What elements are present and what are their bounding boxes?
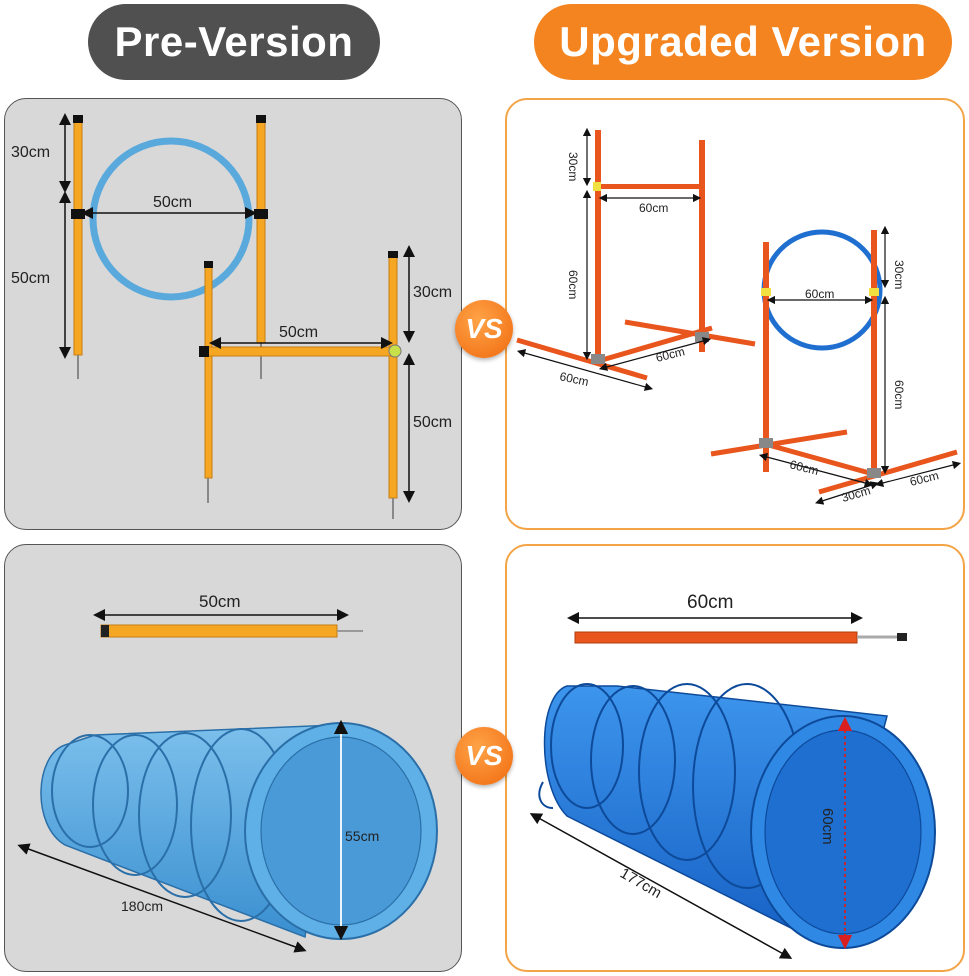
pre-tunnel-diameter-label: 55cm	[345, 828, 379, 844]
hurdle-right-pole	[388, 252, 398, 499]
up-ring-top-gap-label: 30cm	[892, 260, 906, 289]
upgraded-hurdles-panel: 30cm 60cm 60cm 60cm 60cm 60cm 30cm 60cm …	[505, 98, 965, 530]
up-hurdle-top-gap-label: 30cm	[566, 152, 580, 181]
pre-tunnel-panel: 50cm 55cm 180cm	[4, 544, 462, 972]
up-hurdle-base-a-label: 60cm	[558, 369, 590, 389]
up-hurdle-base-b-label: 60cm	[654, 344, 686, 365]
upgraded-hurdles-illustration: 30cm 60cm 60cm 60cm 60cm 60cm 30cm 60cm …	[516, 127, 962, 505]
hurdle-bar	[200, 346, 398, 357]
up-ring-base-a-label: 60cm	[788, 457, 820, 478]
up-hurdle-bar	[595, 184, 705, 189]
pre-hurdles-illustration: 30cm 50cm 50cm 30cm 50cm 50cm	[11, 113, 452, 519]
up-hurdle-left-pole	[595, 130, 601, 362]
up-tunnel-diameter-label: 60cm	[819, 808, 836, 845]
pre-tunnel-length-label: 180cm	[121, 898, 163, 914]
up-hurdle-right-pole	[699, 140, 705, 352]
up-pole-length-label: 60cm	[687, 592, 733, 613]
ring-top-gap-label: 30cm	[11, 144, 50, 161]
ring-pole-height-label: 50cm	[11, 270, 50, 287]
up-ring-base-c-label: 60cm	[908, 468, 940, 489]
up-ring-left-pole	[763, 242, 769, 472]
pre-pole-length-label: 50cm	[199, 592, 241, 611]
up-ring-pole-height-label: 60cm	[892, 380, 906, 409]
hurdle-width-label: 50cm	[279, 324, 318, 341]
vs-badge-tunnel: VS	[455, 727, 513, 785]
up-pole	[574, 631, 858, 644]
vs-badge-hurdles: VS	[455, 300, 513, 358]
up-tunnel-length-label: 177cm	[617, 865, 664, 902]
up-ring-right-pole	[871, 230, 877, 476]
upgraded-tunnel-illustration: 60cm 60cm 177cm	[529, 592, 936, 959]
upgraded-tunnel-panel: 60cm 60cm 177cm	[505, 544, 965, 972]
pre-tunnel-illustration: 50cm 55cm 180cm	[17, 592, 438, 953]
hurdle-top-gap-label: 30cm	[413, 284, 452, 301]
pre-version-header: Pre-Version	[88, 4, 380, 80]
ring-left-pole	[73, 116, 83, 356]
pre-hurdles-panel: 30cm 50cm 50cm 30cm 50cm 50cm	[4, 98, 462, 530]
hoop-ring	[89, 137, 253, 301]
up-ring-width-label: 60cm	[805, 287, 834, 301]
ring-right-pole	[256, 116, 266, 344]
pre-pole	[100, 624, 338, 638]
hurdle-pole-height-label: 50cm	[413, 414, 452, 431]
hurdle-left-pole	[204, 262, 213, 479]
up-hurdle-bar-width-label: 60cm	[639, 201, 668, 215]
up-hurdle-pole-height-label: 60cm	[566, 270, 580, 299]
ring-width-label: 50cm	[153, 194, 192, 211]
upgraded-version-header: Upgraded Version	[534, 4, 952, 80]
